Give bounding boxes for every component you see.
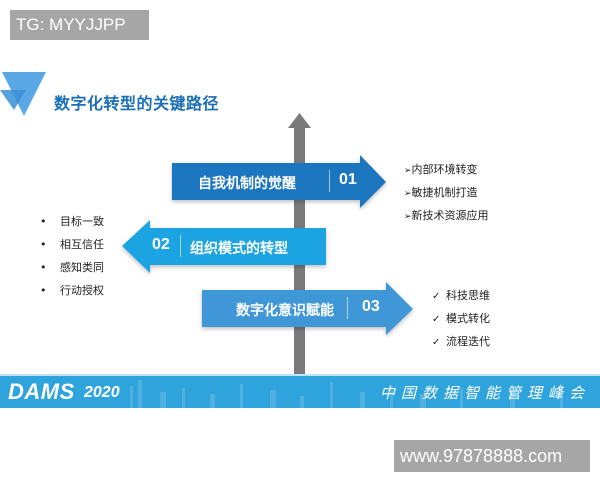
step-02-label: 组织模式的转型: [190, 241, 288, 257]
watermark-bottom: www.97878888.com: [394, 440, 590, 472]
step-02-separator: [180, 235, 181, 257]
footer-banner: DAMS 2020 中国数据智能管理峰会: [0, 376, 600, 408]
list-item: •相互信任: [40, 238, 104, 251]
triangle-logo-icon: [0, 72, 46, 116]
list-item: •行动授权: [40, 284, 104, 297]
step-02-number: 02: [152, 236, 170, 253]
conference-name: 中国数据智能管理峰会: [380, 384, 591, 402]
list-item: ➢新技术资源应用: [404, 209, 489, 222]
city-skyline-icon: [130, 380, 563, 408]
step-01-number: 01: [339, 171, 357, 188]
step-03-label: 数字化意识赋能: [236, 303, 334, 319]
step-01-list: ➢内部环境转变 ➢敏捷机制打造 ➢新技术资源应用: [404, 158, 489, 227]
step-01-arrow: [172, 155, 386, 208]
slide-title: 数字化转型的关键路径: [54, 94, 220, 113]
step-02-list: •目标一致 •相互信任 •感知类同 •行动授权: [40, 210, 104, 302]
brand-year: 2020: [84, 384, 120, 401]
list-item: ✓流程迭代: [432, 335, 490, 348]
watermark-top: TG: MYYJJPP: [10, 10, 149, 40]
list-item: ➢敏捷机制打造: [404, 186, 478, 199]
step-01-label: 自我机制的觉醒: [198, 176, 296, 192]
step-03-list: ✓科技思维 ✓模式转化 ✓流程迭代: [432, 284, 490, 353]
list-item: •感知类同: [40, 261, 104, 274]
step-01-separator: [329, 170, 330, 192]
step-02-arrow: [122, 220, 326, 273]
list-item: ➢内部环境转变: [404, 163, 478, 176]
list-item: •目标一致: [40, 215, 104, 228]
list-item: ✓科技思维: [432, 289, 490, 302]
brand-logo: DAMS: [8, 379, 75, 404]
step-03-number: 03: [362, 298, 380, 315]
step-03-separator: [347, 297, 348, 319]
step-03-arrow: [202, 282, 413, 335]
banner-top-line: [0, 374, 600, 376]
list-item: ✓模式转化: [432, 312, 490, 325]
